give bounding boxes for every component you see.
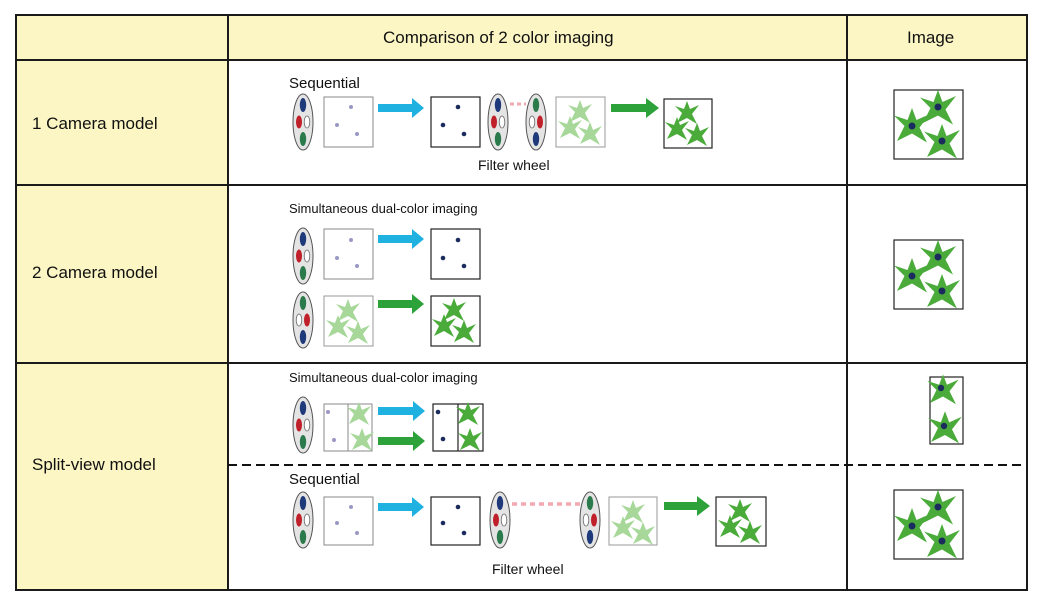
grid-top [16,14,1028,16]
caption-simultaneous-3: Simultaneous dual-color imaging [289,370,478,385]
filter-wheel-icon [292,227,314,285]
grid-row1-bottom [16,184,1028,186]
row3-split-diagram [292,396,484,454]
filter-wheel-icon [292,491,314,549]
arrow-green-icon [378,431,425,451]
filter-wheel-icon [579,491,601,549]
grid-col1 [227,14,229,591]
arrow-blue-icon [378,98,424,118]
row3-split-result-image [927,374,964,445]
grid-right [1026,14,1028,591]
caption-filter-wheel-3: Filter wheel [492,561,564,577]
filter-wheel-icon [525,93,547,151]
filter-wheel-icon [292,291,314,349]
filter-wheel-icon [487,93,509,151]
header-comparison: Comparison of 2 color imaging [383,28,614,47]
grid-col2 [846,14,848,591]
grid-bottom [16,589,1028,591]
row3-sequential-result-image [893,489,964,560]
header-image: Image [907,28,955,47]
row-label-2-camera: 2 Camera model [32,263,158,282]
sensor-frame-faint [323,96,374,148]
grid-row2-bottom [16,362,1028,364]
arrow-blue-icon [378,401,425,421]
filter-wheel-icon [292,396,314,454]
sensor-frame-result [430,96,481,148]
arrow-green-icon [378,294,424,314]
row-label-cell-2 [16,186,228,363]
caption-simultaneous-2: Simultaneous dual-color imaging [289,201,478,216]
row-label-1-camera: 1 Camera model [32,114,158,133]
row3-sequential-diagram [292,491,767,549]
caption-sequential-1: Sequential [289,75,360,92]
row1-result-image [893,89,964,160]
row1-sequential-diagram [292,93,713,151]
filter-wheel-icon [489,491,511,549]
arrow-blue-icon [378,497,424,517]
row-label-cell-1 [16,60,228,186]
caption-filter-wheel-1: Filter wheel [478,157,550,173]
arrow-blue-icon [378,229,424,249]
header-row [16,15,1026,60]
grid-header-bottom [16,59,1028,61]
grid-left [15,14,17,591]
row2-dual-diagram [292,227,481,349]
filter-wheel-icon [292,93,314,151]
arrow-green-icon [664,496,710,516]
row-label-cell-3 [16,363,228,591]
row2-result-image [893,239,964,310]
row-label-split-view: Split-view model [32,455,156,474]
arrow-green-icon [611,98,659,118]
caption-sequential-3: Sequential [289,471,360,488]
